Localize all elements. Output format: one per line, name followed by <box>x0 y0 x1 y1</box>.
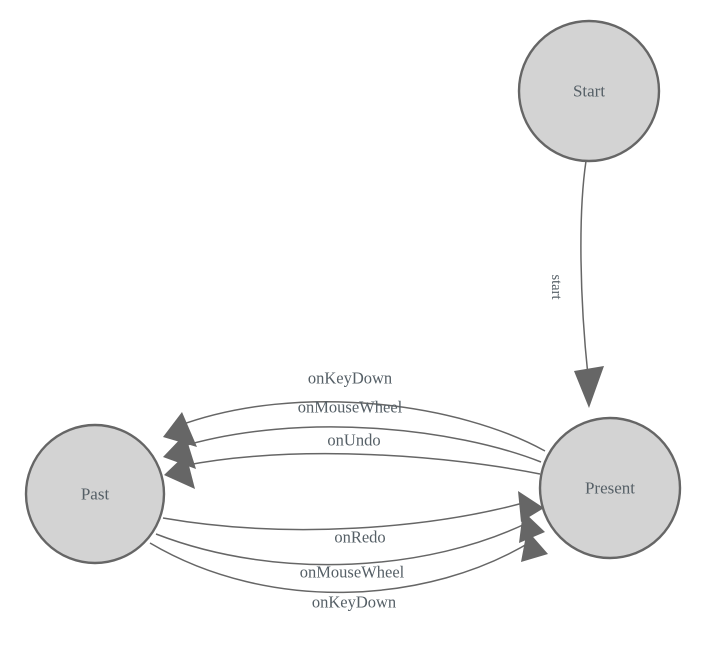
edge-path <box>177 401 546 452</box>
edge-label-onundo: onUndo <box>327 431 380 450</box>
node-past-label: Past <box>81 485 110 504</box>
edge-path <box>179 426 542 463</box>
edge-present-to-past-onmousewheel[interactable]: onMouseWheel <box>163 398 542 470</box>
arrowhead-icon <box>164 454 195 489</box>
edge-label-onkeydown-undo: onKeyDown <box>308 369 392 388</box>
edge-label-onredo: onRedo <box>334 528 385 547</box>
node-past[interactable]: Past <box>24 423 166 565</box>
edge-present-to-past-onundo[interactable]: onUndo <box>164 431 541 490</box>
edges-layer: start onKeyDown onMouseWheel onUndo onRe… <box>149 160 604 612</box>
arrowhead-icon <box>163 434 196 469</box>
node-start-label: Start <box>573 82 605 101</box>
arrowhead-icon <box>163 412 197 447</box>
edge-path <box>181 452 541 475</box>
node-present-circle[interactable] <box>538 416 682 560</box>
edge-path <box>155 522 528 566</box>
node-present[interactable]: Present <box>538 416 682 560</box>
node-past-circle[interactable] <box>24 423 166 565</box>
node-start[interactable]: Start <box>517 19 661 163</box>
edge-start-to-present[interactable]: start <box>548 160 604 408</box>
node-present-label: Present <box>585 479 635 498</box>
edge-label-onkeydown-redo: onKeyDown <box>312 593 396 612</box>
edge-path <box>149 540 533 594</box>
edge-past-to-present-onkeydown[interactable]: onKeyDown <box>149 530 548 612</box>
edge-label-start: start <box>548 275 564 300</box>
nodes-layer: Start Past Present <box>24 19 682 565</box>
edge-present-to-past-onkeydown[interactable]: onKeyDown <box>163 369 546 452</box>
edge-past-to-present-onredo[interactable]: onRedo <box>162 491 544 547</box>
edge-past-to-present-onmousewheel[interactable]: onMouseWheel <box>155 511 545 582</box>
arrowhead-icon <box>574 366 604 408</box>
arrowhead-icon <box>519 511 545 543</box>
edge-path <box>580 160 589 377</box>
edge-path <box>162 502 524 531</box>
edge-label-onmousewheel-undo: onMouseWheel <box>298 398 403 417</box>
node-start-circle[interactable] <box>517 19 661 163</box>
arrowhead-icon <box>521 530 548 562</box>
edge-label-onmousewheel-redo: onMouseWheel <box>300 563 405 582</box>
